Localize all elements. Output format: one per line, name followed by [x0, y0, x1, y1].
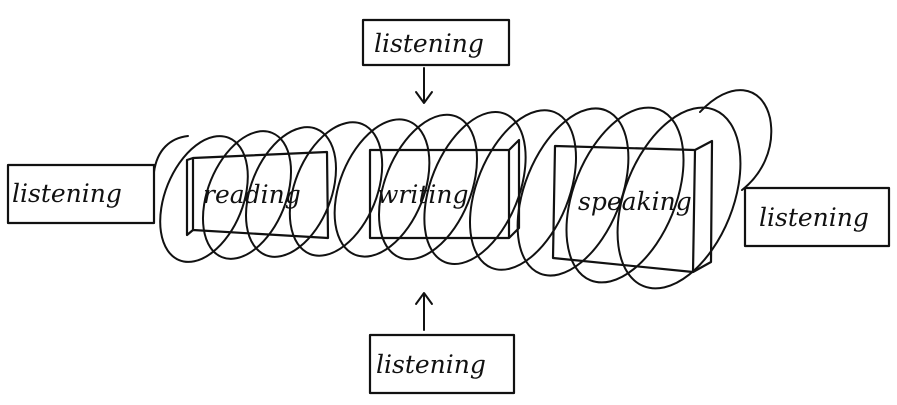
right-listening-label: listening [759, 203, 869, 232]
spiral-coil [153, 89, 773, 290]
coil-loop [423, 111, 527, 265]
reading-box [185, 150, 330, 240]
coil-loop [565, 106, 685, 284]
coil-loop [333, 118, 431, 258]
coil-loop [378, 113, 478, 261]
right-listening-box [743, 186, 891, 248]
top-listening-node: listening [361, 18, 511, 67]
coil-loop [468, 109, 578, 271]
left-listening-label: listening [12, 179, 122, 208]
bottom-listening-label: listening [376, 350, 486, 379]
speaking-node: speaking [551, 139, 714, 274]
coil-loop [288, 121, 384, 257]
coil-lead-out [699, 89, 773, 191]
writing-node: writing [368, 138, 521, 240]
left-listening-box [6, 163, 156, 225]
coil-lead-in [153, 135, 189, 173]
bottom-listening-node: listening [368, 333, 516, 395]
reading-node: reading [185, 150, 330, 240]
speaking-box [551, 139, 714, 274]
writing-label: writing [377, 180, 469, 209]
writing-box [368, 138, 521, 240]
top-listening-label: listening [374, 29, 484, 58]
coil-loop [616, 106, 742, 290]
left-listening-node: listening [6, 163, 156, 225]
coil-loop [516, 107, 630, 277]
right-listening-node: listening [743, 186, 891, 248]
coil-loop [159, 135, 249, 263]
reading-label: reading [203, 180, 301, 209]
down-arrow-icon [415, 67, 433, 104]
bottom-listening-box [368, 333, 516, 395]
coil-loop [201, 130, 293, 260]
speaking-label: speaking [578, 187, 692, 216]
up-arrow-icon [415, 292, 433, 331]
top-listening-box [361, 18, 511, 67]
